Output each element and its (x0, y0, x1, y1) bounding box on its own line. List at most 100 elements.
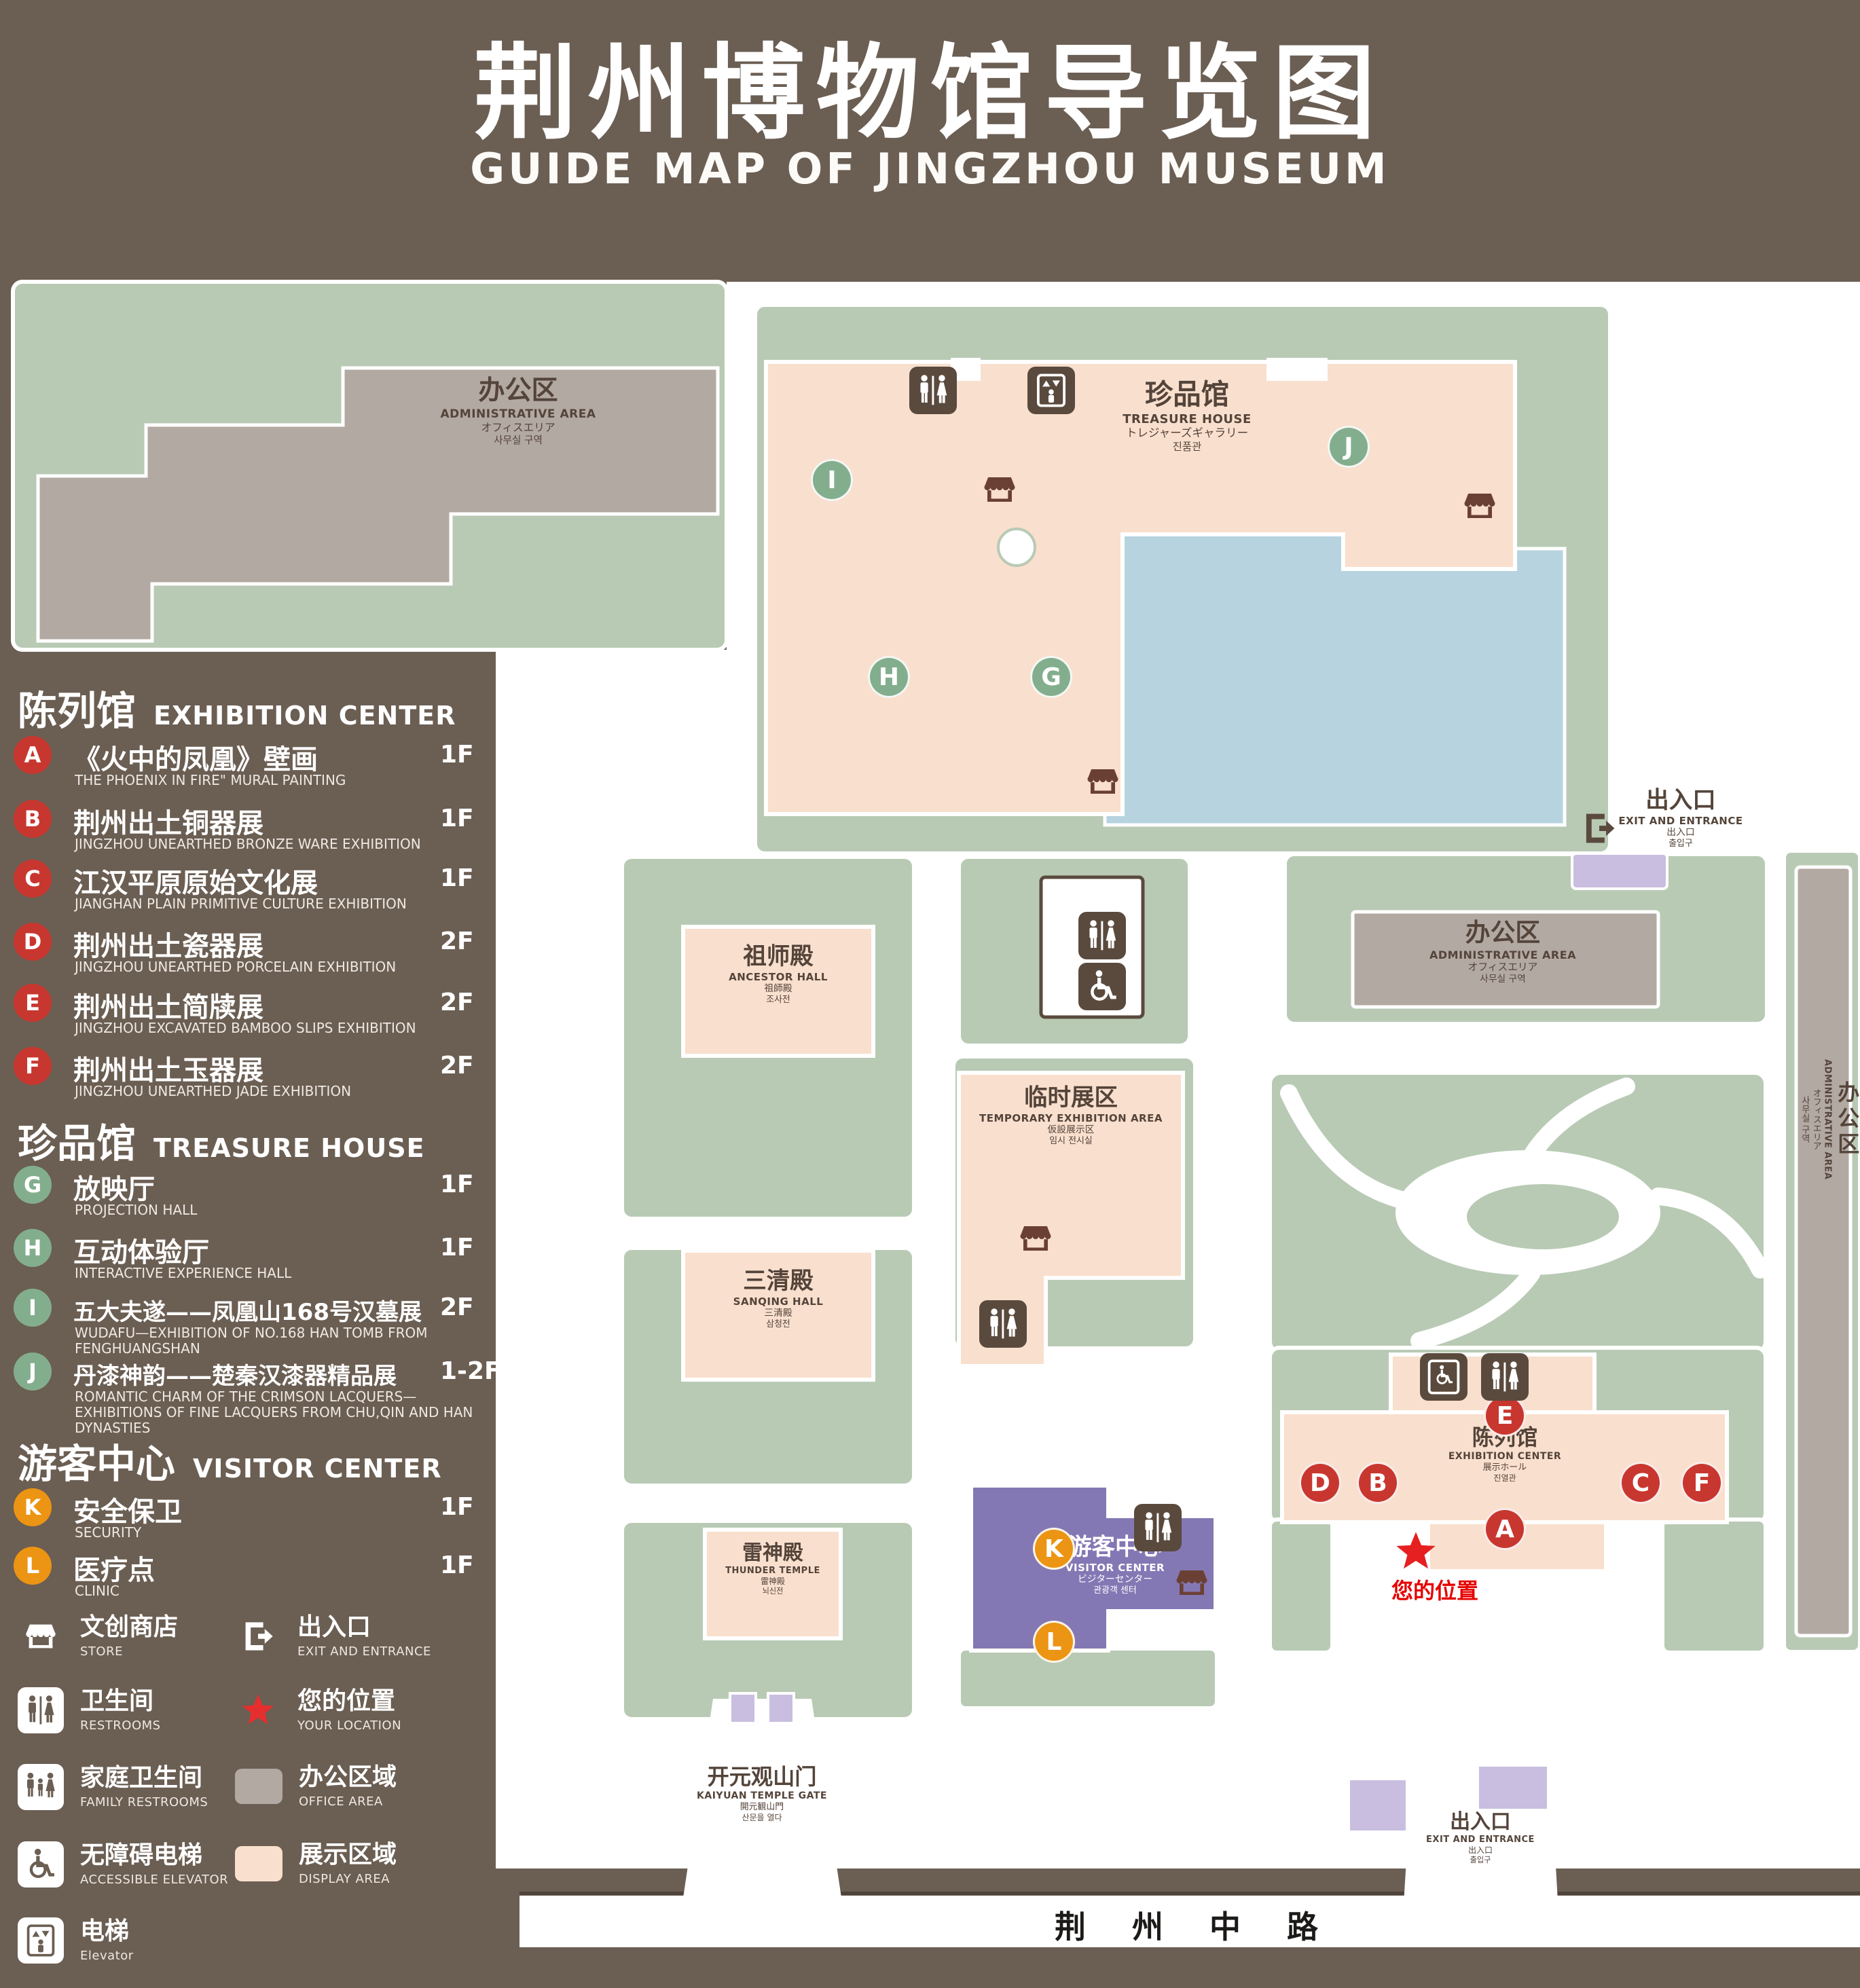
label-ja: オフィスエリア (481, 421, 555, 435)
label-en: TREASURE HOUSE (1123, 411, 1252, 426)
your-location-star-icon (1394, 1530, 1438, 1573)
marker-badge: H (14, 1229, 52, 1267)
key-label-en: YOUR LOCATION (297, 1718, 402, 1733)
accessible-restroom-icon (1078, 963, 1126, 1010)
office-area-swatch (235, 1768, 282, 1804)
label-ja: 展示ホール (1482, 1462, 1527, 1473)
admin-top-label: 办公区 ADMINISTRATIVE AREA オフィスエリア 사무실 구역 (441, 375, 596, 446)
marker-badge: E (14, 984, 52, 1022)
legend-key-office-area: 办公区域 OFFICE AREA (235, 1764, 397, 1809)
legend-key-restroom: 卫生间 RESTROOMS (18, 1687, 161, 1733)
label-en: ADMINISTRATIVE AREA (440, 407, 596, 421)
green-nub-west (1268, 1517, 1334, 1655)
page-subtitle: GUIDE MAP OF JINGZHOU MUSEUM (470, 144, 1390, 194)
label-zh: 临时展区 (1023, 1084, 1118, 1111)
legend-item-C: C 江汉平原原始文化展 1F JIANGHAN PLAIN PRIMITIVE … (14, 860, 497, 922)
label-ko: 뇌신전 (762, 1586, 784, 1596)
label-en: EXIT AND ENTRANCE (1426, 1835, 1535, 1845)
label-ko: 사무실 구역 (1480, 974, 1526, 985)
thunder-temple-label: 雷神殿 THUNDER TEMPLE 雷神殿 뇌신전 (725, 1541, 820, 1596)
map-marker-J: J (1328, 426, 1370, 468)
restroom-icon (1134, 1504, 1182, 1551)
item-name-zh: 荆州出土瓷器展 (73, 931, 263, 962)
label-ja: トレジャーズギャラリー (1125, 426, 1249, 440)
exit-bottom-label: 出入口 EXIT AND ENTRANCE 出入口 출입구 (1426, 1810, 1535, 1865)
label-zh: 出入口 (1450, 1810, 1511, 1834)
exit-icon (1575, 805, 1623, 852)
key-label-en: RESTROOMS (80, 1718, 161, 1733)
legend-item-H: H 互动体验厅 1F INTERACTIVE EXPERIENCE HALL (14, 1229, 497, 1291)
key-label-en: Elevator (80, 1948, 134, 1963)
key-label-en: ACCESSIBLE ELEVATOR (80, 1872, 229, 1887)
your-location-star-icon (235, 1687, 281, 1733)
item-name-en: ROMANTIC CHARM OF THE CRIMSON LACQUERS—E… (75, 1388, 473, 1436)
key-label-zh: 办公区域 (299, 1763, 397, 1791)
map-marker-H: H (868, 656, 910, 698)
label-ko: 출입구 (1470, 1855, 1491, 1864)
legend-key-accessible-elevator: 无障碍电梯 ACCESSIBLE ELEVATOR (18, 1841, 228, 1888)
key-label-en: EXIT AND ENTRANCE (297, 1644, 431, 1659)
item-name-zh: 荆州出土铜器展 (73, 808, 263, 839)
item-floor: 1F (440, 741, 474, 769)
restroom-icon (1481, 1353, 1529, 1401)
label-ja: ビジターセンター (1077, 1574, 1153, 1585)
map-marker-A: A (1484, 1508, 1526, 1550)
marker-badge: A (14, 736, 52, 774)
map-marker-F: F (1681, 1462, 1723, 1504)
label-ko: 삼청전 (766, 1319, 790, 1330)
item-name-zh: 荆州出土简牍展 (73, 992, 263, 1023)
elevator-icon (1027, 367, 1075, 414)
key-label-zh: 无障碍电梯 (80, 1841, 203, 1870)
administrative-building-east (1794, 865, 1853, 1638)
label-ko: 진열관 (1493, 1473, 1516, 1484)
temporary-exhibition-label: 临时展区 TEMPORARY EXHIBITION AREA 仮設展示区 임시 … (979, 1084, 1163, 1147)
store-icon (1166, 1557, 1218, 1608)
label-en: ADMINISTRATIVE AREA (1429, 948, 1577, 961)
item-floor: 2F (440, 1293, 474, 1321)
item-name-en: JINGZHOU UNEARTHED JADE EXHIBITION (75, 1083, 352, 1099)
admin-right-label: 办公区 ADMINISTRATIVE AREA オフィスエリア 사무실 구역 (1429, 918, 1576, 985)
legend-item-D: D 荆州出土瓷器展 2F JINGZHOU UNEARTHED PORCELAI… (14, 923, 497, 985)
section-title-zh: 陈列馆 (18, 688, 136, 734)
section-title-zh: 游客中心 (18, 1441, 176, 1487)
label-ja: 三清殿 (764, 1308, 792, 1319)
label-ko: 조사전 (766, 995, 790, 1006)
accessible-elevator-icon (1420, 1353, 1467, 1401)
exit-right-label: 出入口 EXIT AND ENTRANCE 出入口 출입구 (1618, 786, 1743, 849)
display-area-swatch (235, 1845, 282, 1881)
item-name-en: JINGZHOU EXCAVATED BAMBOO SLIPS EXHIBITI… (75, 1020, 416, 1036)
marker-badge: K (14, 1488, 52, 1526)
section-title-zh: 珍品馆 (18, 1120, 136, 1166)
sanqing-hall-building (681, 1249, 875, 1382)
kaiyuan-gate-label: 开元观山门 KAIYUAN TEMPLE GATE 開元観山門 산문을 열다 (697, 1764, 827, 1823)
marker-badge: D (14, 923, 52, 961)
label-ja: 雷神殿 (761, 1577, 785, 1587)
item-name-en: THE PHOENIX IN FIRE" MURAL PAINTING (75, 772, 346, 788)
entrance-right-structure (1571, 852, 1668, 890)
green-nub-east (1660, 1517, 1768, 1655)
key-label-en: DISPLAY AREA (299, 1871, 390, 1886)
label-zh: 雷神殿 (742, 1541, 803, 1565)
legend-key-exit: 出入口 EXIT AND ENTRANCE (235, 1613, 431, 1659)
elevator-icon (18, 1917, 64, 1964)
item-name-zh: 医疗点 (73, 1555, 155, 1586)
label-zh: 办公区 (478, 375, 558, 406)
label-ko: 사무실 구역 (494, 434, 543, 446)
key-label-zh: 家庭卫生间 (80, 1764, 203, 1792)
label-zh: 办公区 (1465, 918, 1541, 947)
map-marker-C: C (1620, 1462, 1662, 1504)
key-label-zh: 卫生间 (80, 1687, 154, 1716)
item-floor: 1F (440, 1551, 474, 1579)
admin-side-label: 办公区 ADMINISTRATIVE AREA オフィスエリア 사무실 구역 (1798, 1059, 1860, 1179)
label-zh: 三清殿 (743, 1268, 814, 1295)
item-name-en: WUDAFU—EXHIBITION OF NO.168 HAN TOMB FRO… (75, 1325, 428, 1357)
legend-item-L: L 医疗点 1F CLINIC (14, 1547, 497, 1609)
family-restroom-icon (18, 1764, 64, 1810)
restroom-icon (909, 367, 957, 414)
store-icon (974, 464, 1025, 515)
treasure-house-building (764, 360, 1517, 816)
road-edge-line (519, 1892, 1860, 1895)
marker-badge: L (14, 1547, 52, 1585)
treasure-house-label: 珍品馆 TREASURE HOUSE トレジャーズギャラリー 진품관 (1123, 378, 1252, 454)
